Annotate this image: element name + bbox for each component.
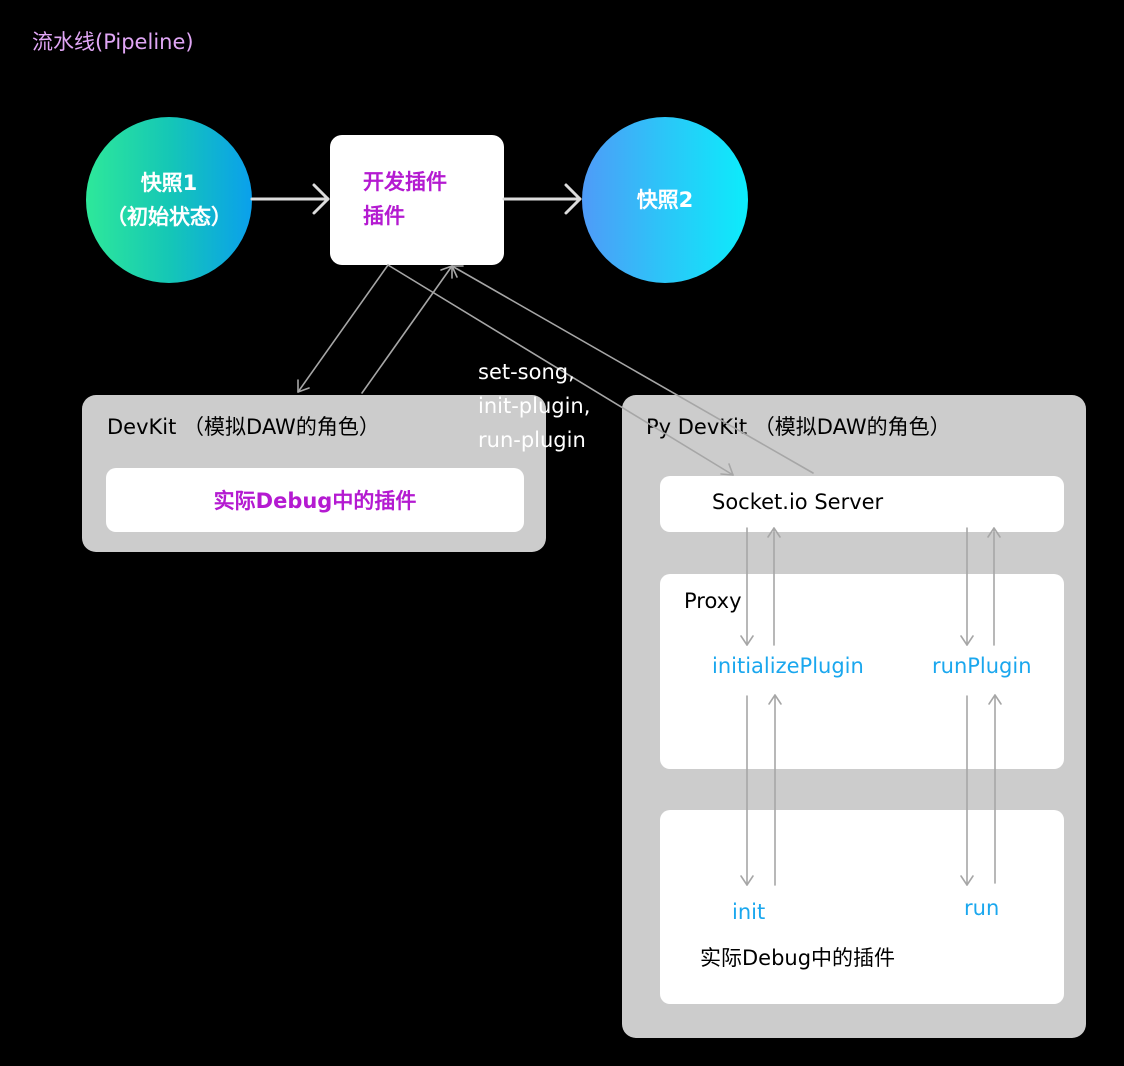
dev-plugin-label: 开发插件 <box>363 170 447 194</box>
snapshot-2-node: 快照2 <box>582 117 748 283</box>
initialize-plugin-label: initializePlugin <box>712 654 864 678</box>
run-plugin-label: runPlugin <box>932 654 1032 678</box>
message-list: set-song, init-plugin, run-plugin <box>478 355 590 457</box>
snapshot-2-label: 快照2 <box>636 188 694 212</box>
run-label: run <box>964 896 1000 920</box>
diagram-title: 流水线(Pipeline) <box>32 30 194 54</box>
py-devkit-title: Py DevKit （模拟DAW的角色） <box>646 415 951 439</box>
arrow-devkit-to-dev <box>361 265 453 394</box>
py-plugin-box <box>660 810 1064 1004</box>
py-plugin-label: 实际Debug中的插件 <box>700 946 896 970</box>
message-init-plugin: init-plugin, <box>478 394 591 418</box>
devkit-title: DevKit （模拟DAW的角色） <box>107 415 380 439</box>
arrow-dev-to-devkit <box>297 264 389 393</box>
socket-server-label: Socket.io Server <box>712 490 884 514</box>
message-set-song: set-song, <box>478 360 575 384</box>
snapshot-1-label: 快照1 <box>140 171 198 195</box>
devkit-plugin-box: 实际Debug中的插件 <box>106 468 524 532</box>
snapshot-1-node: 快照1 （初始状态） <box>86 117 252 283</box>
dev-plugin-sublabel: 插件 <box>363 204 405 228</box>
arrow-dev-to-snapshot2 <box>502 183 582 215</box>
snapshot-1-sublabel: （初始状态） <box>106 205 232 229</box>
init-label: init <box>732 900 766 924</box>
proxy-label: Proxy <box>684 589 742 613</box>
dev-plugin-node: 开发插件 插件 <box>330 135 504 265</box>
message-run-plugin: run-plugin <box>478 428 586 452</box>
arrow-snapshot1-to-dev <box>250 183 330 215</box>
proxy-box <box>660 574 1064 769</box>
socket-server-box <box>660 476 1064 532</box>
devkit-plugin-label: 实际Debug中的插件 <box>213 489 417 513</box>
